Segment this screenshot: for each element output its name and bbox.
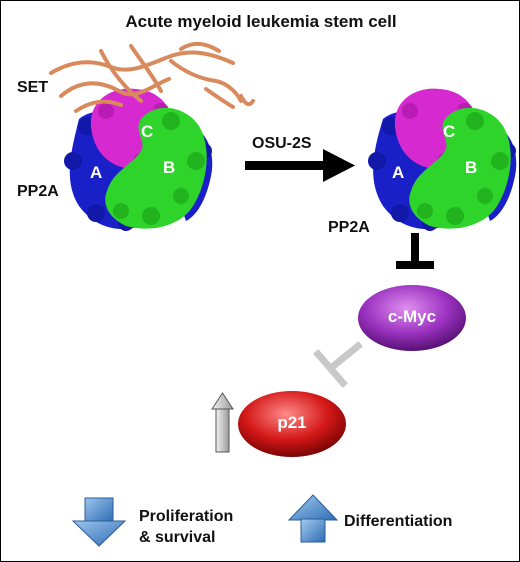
proliferation-label-line1: Proliferation — [139, 508, 234, 525]
cmyc-node — [358, 285, 466, 351]
subunit-b-left — [105, 107, 207, 229]
differentiation-label: Differentiation — [344, 513, 453, 530]
subunit-a-right-label: A — [392, 163, 405, 182]
osu2s-arrow — [245, 149, 355, 182]
p21-node — [238, 391, 346, 457]
set-protein — [49, 42, 255, 113]
subunit-c-right-label: C — [443, 122, 456, 141]
drug-label: OSU-2S — [252, 135, 312, 152]
set-label: SET — [17, 79, 49, 96]
pp2a-complex-right — [368, 88, 517, 231]
subunit-a-left-label: A — [90, 163, 103, 182]
p21-increase-arrow — [211, 392, 234, 453]
subunit-b-right — [409, 107, 511, 229]
proliferation-label-line2: & survival — [139, 529, 216, 546]
up-arrow-icon — [287, 494, 339, 543]
pp2a-complex-left — [49, 42, 255, 231]
pp2a-left-label: PP2A — [17, 183, 59, 200]
cmyc-label: c-Myc — [387, 307, 437, 326]
inhibition-pp2a-cmyc — [396, 233, 434, 269]
p21-label: p21 — [277, 413, 307, 432]
proliferation-label: Proliferation & survival — [139, 506, 233, 548]
pp2a-right-label: PP2A — [328, 219, 370, 236]
down-arrow-icon — [71, 497, 127, 547]
diagram-title: Acute myeloid leukemia stem cell — [125, 12, 397, 31]
subunit-b-right-label: B — [465, 158, 478, 177]
inhibition-cmyc-p21 — [313, 341, 363, 388]
subunit-b-left-label: B — [163, 158, 176, 177]
subunit-c-left-label: C — [141, 122, 154, 141]
